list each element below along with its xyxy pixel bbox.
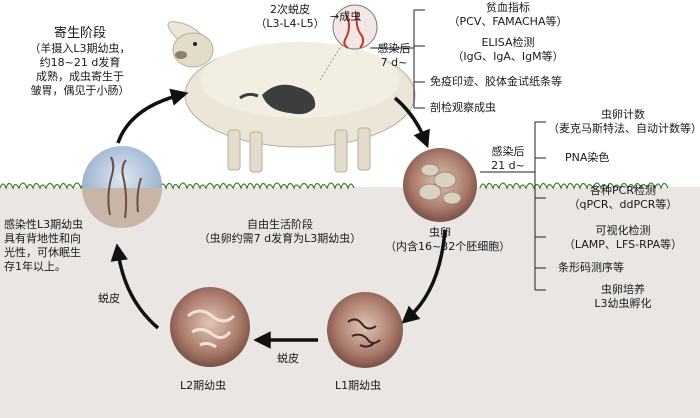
infective-l3-line: 具有背地性和向	[4, 232, 81, 245]
method-barcode: 条形码测序等	[558, 261, 624, 274]
sheep-illustration	[167, 21, 416, 173]
l2-larvae-circle	[170, 287, 250, 367]
infective-l3-line: 存1年以上。	[4, 260, 66, 273]
method-line: 可视化检测	[595, 224, 651, 237]
infection-7d-label: 感染后 7 d~	[370, 42, 418, 70]
method-bracket-lines	[370, 9, 546, 291]
grass-strip	[0, 182, 669, 190]
infective-l3-line: 感染性L3期幼虫	[4, 218, 84, 231]
method-pna: PNA染色	[565, 151, 610, 164]
parasitic-stage-line: 皱胃，偶见于小肠）	[30, 84, 130, 97]
l3-larvae-circle	[82, 146, 162, 228]
method-necropsy: 剖检观察成虫	[430, 101, 496, 114]
method-culture: 虫卵培养 L3幼虫孵化	[548, 283, 698, 311]
method-elisa: ELISA检测 （IgG、IgA、IgM等）	[428, 36, 588, 64]
egg-detail: （内含16~32个胚细胞）	[385, 240, 511, 253]
molt-top-label: 2次蜕皮 （L3-L4-L5）	[250, 3, 330, 31]
parasitic-stage-line: （羊摄入L3期幼虫，	[29, 42, 131, 55]
adult-worm-label: →成虫	[330, 10, 362, 23]
infective-l3-label: 感染性L3期幼虫 具有背地性和向 光性，可休眠生 存1年以上。	[4, 218, 83, 274]
free-living-detail: （虫卵约需7 d发育为L3期幼虫）	[198, 232, 362, 245]
molt-bottom-label: 蜕皮	[277, 352, 299, 365]
parasitic-stage-title: 寄生阶段	[53, 26, 106, 41]
infection-21d-line: 21 d~	[491, 159, 525, 172]
l2-label: L2期幼虫	[180, 379, 227, 392]
free-living-label: 自由生活阶段 （虫卵约需7 d发育为L3期幼虫）	[185, 218, 375, 246]
method-line: （IgG、IgA、IgM等）	[452, 50, 564, 63]
egg-label: 虫卵 （内含16~32个胚细胞）	[385, 226, 511, 254]
method-anemia: 贫血指标 （PCV、FAMACHA等）	[428, 1, 588, 29]
infective-l3-line: 光性，可休眠生	[4, 246, 81, 259]
method-line: ELISA检测	[481, 36, 535, 49]
method-line: 各种PCR检测	[590, 184, 656, 197]
infection-7d-line: 7 d~	[380, 56, 408, 69]
parasitic-stage-block: 寄生阶段 （羊摄入L3期幼虫， 约18~21 d发育 成熟，成虫寄生于 皱胃，偶…	[20, 26, 140, 98]
molt-left-label: 蜕皮	[98, 292, 120, 305]
method-line: 贫血指标	[486, 1, 530, 14]
infection-21d-label: 感染后 21 d~	[482, 145, 534, 173]
adult-worm-bubble	[332, 4, 378, 50]
method-immunoblot: 免疫印迹、胶体金试纸条等	[430, 75, 562, 88]
method-line: （qPCR、ddPCR等）	[568, 198, 678, 211]
abomasum-shape	[262, 84, 316, 115]
free-living-title: 自由生活阶段	[247, 218, 313, 231]
method-line: L3幼虫孵化	[594, 297, 652, 310]
egg-circle	[403, 148, 477, 222]
molt-top-line: （L3-L4-L5）	[255, 17, 325, 30]
cycle-arrows	[110, 88, 447, 349]
method-line: （PCV、FAMACHA等）	[448, 15, 568, 28]
egg-count-detail: （麦克马斯特法、自动计数等）	[548, 122, 700, 135]
molt-top-line: 2次蜕皮	[270, 3, 310, 16]
parasitic-stage-line: 成熟，成虫寄生于	[36, 70, 124, 83]
l1-larvae-circle	[327, 292, 403, 368]
egg-count-title: 虫卵计数	[601, 108, 645, 121]
infection-21d-line: 感染后	[491, 145, 525, 158]
egg-title: 虫卵	[429, 226, 451, 239]
parasitic-stage-line: 约18~21 d发育	[39, 56, 121, 69]
method-visual: 可视化检测 （LAMP、LFS-RPA等）	[548, 224, 698, 252]
method-line: 虫卵培养	[601, 283, 645, 296]
method-pcr: 各种PCR检测 （qPCR、ddPCR等）	[548, 184, 698, 212]
l1-label: L1期幼虫	[335, 379, 382, 392]
method-line: （LAMP、LFS-RPA等）	[563, 238, 683, 251]
infection-7d-line: 感染后	[377, 42, 411, 55]
method-egg-count: 虫卵计数 （麦克马斯特法、自动计数等）	[548, 108, 700, 136]
